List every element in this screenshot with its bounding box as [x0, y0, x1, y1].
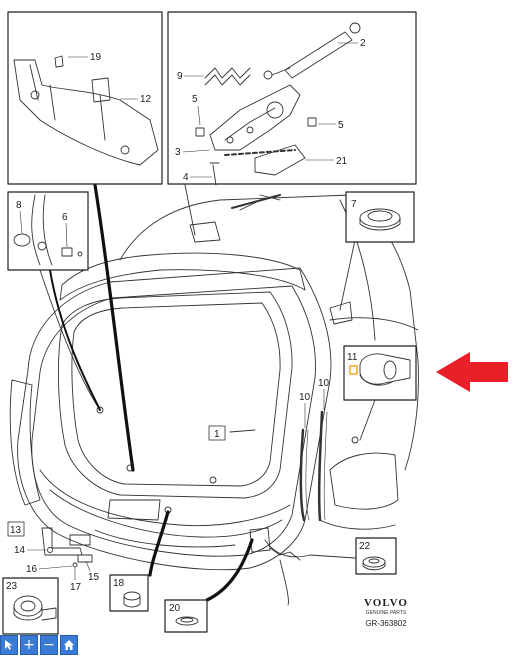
label-8: 8	[16, 200, 22, 211]
label-19: 19	[90, 52, 102, 63]
label-2: 2	[360, 38, 366, 49]
label-15: 15	[88, 572, 100, 583]
detail-box-grommet-7	[345, 191, 415, 243]
detail-box-grommet-22	[355, 537, 397, 575]
detail-box-bumper-11	[343, 345, 417, 401]
label-1: 1	[214, 429, 220, 440]
label-23: 23	[6, 581, 18, 592]
label-17: 17	[70, 582, 82, 593]
label-4: 4	[183, 172, 189, 183]
detail-box-clip	[7, 191, 89, 271]
label-10b: 10	[318, 378, 330, 389]
plate-bracket-drawing	[41, 527, 93, 568]
label-11: 11	[347, 352, 358, 363]
label-7: 7	[351, 199, 357, 210]
label-6: 6	[62, 212, 68, 223]
label-5b: 5	[338, 120, 344, 131]
label-10a: 10	[299, 392, 311, 403]
detail-box-tape-23	[2, 577, 59, 635]
label-22: 22	[359, 541, 371, 552]
label-21: 21	[336, 156, 348, 167]
detail-box-grommet-20	[164, 599, 208, 633]
label-20: 20	[169, 603, 181, 614]
diagram-code: GR-363802	[365, 619, 407, 628]
label-14: 14	[14, 545, 26, 556]
zoom-in-button[interactable]: +	[20, 635, 38, 655]
detail-box-bracket	[7, 11, 163, 185]
zoom-toolbar: + −	[0, 635, 78, 655]
label-5a: 5	[192, 94, 198, 105]
home-icon[interactable]	[60, 635, 78, 655]
leader-lines	[49, 183, 254, 602]
detail-box-hinge	[167, 11, 417, 186]
cursor-icon[interactable]	[0, 635, 18, 655]
label-12: 12	[140, 94, 152, 105]
detail-box-plug-18	[109, 574, 149, 612]
brand-subtitle: GENUINE PARTS	[366, 610, 407, 616]
part-labels: 19 12 2 9 5 5 3 21 4 8 6 7 11 10 10 18 2…	[6, 38, 371, 614]
label-13: 13	[10, 525, 22, 536]
brand-logo: VOLVO	[364, 597, 408, 609]
red-arrow-icon	[436, 352, 508, 392]
boxed-labels: 1 13	[7, 425, 226, 537]
zoom-out-button[interactable]: −	[40, 635, 58, 655]
label-3: 3	[175, 147, 181, 158]
label-18: 18	[113, 578, 125, 589]
label-9: 9	[177, 71, 183, 82]
label-16: 16	[26, 564, 38, 575]
